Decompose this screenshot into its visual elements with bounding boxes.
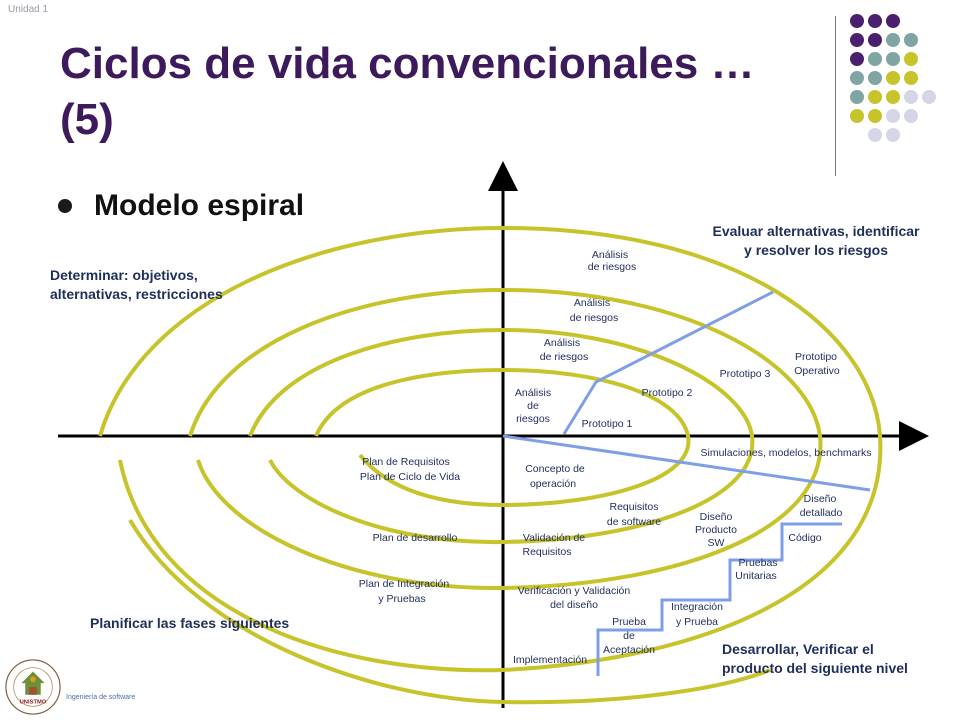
decorative-dot bbox=[904, 109, 918, 123]
phase-lines bbox=[502, 290, 871, 676]
concept-label-line-2: operación bbox=[530, 478, 576, 490]
acceptance-test-label-line-2: de bbox=[623, 630, 635, 642]
sw-requirements-label-line-1: Requisitos bbox=[609, 501, 658, 513]
bullet-text: Modelo espiral bbox=[94, 189, 305, 222]
spiral-curve bbox=[98, 225, 883, 705]
quadrant-top-right-line-1: Evaluar alternativas, identificar bbox=[713, 223, 921, 239]
risk-label-4-line-2: de bbox=[527, 400, 539, 412]
decorative-dot bbox=[904, 90, 918, 104]
implementation-label: Implementación bbox=[513, 654, 587, 666]
diagram-labels: Análisis de riesgos Análisis de riesgos … bbox=[359, 249, 872, 666]
design-vv-label-line-2: del diseño bbox=[550, 599, 598, 611]
decorative-dot bbox=[868, 33, 882, 47]
decorative-dot bbox=[886, 128, 900, 142]
risk-label-1-line-2: de riesgos bbox=[588, 261, 636, 273]
quadrant-bottom-right-line-2: producto del siguiente nivel bbox=[722, 660, 908, 676]
product-design-label-line-1: Diseño bbox=[700, 511, 733, 523]
decorative-dot bbox=[850, 33, 864, 47]
requirements-validation-label-line-2: Requisitos bbox=[522, 546, 571, 558]
decorative-dot bbox=[904, 71, 918, 85]
prototype-2-label: Prototipo 2 bbox=[642, 387, 693, 399]
quadrant-headings: Determinar: objetivos, alternativas, res… bbox=[50, 223, 920, 676]
risk-label-3-line-1: Análisis bbox=[544, 337, 580, 349]
unit-tests-label-line-2: Unitarias bbox=[735, 570, 776, 582]
simulations-label: Simulaciones, modelos, benchmarks bbox=[701, 447, 872, 459]
decorative-dot bbox=[850, 90, 864, 104]
requirements-plan-label-line-2: Plan de Ciclo de Vida bbox=[360, 471, 460, 483]
risk-label-4-line-3: riesgos bbox=[516, 413, 550, 425]
detailed-design-label-line-2: detallado bbox=[800, 507, 843, 519]
risk-label-3-line-2: de riesgos bbox=[540, 351, 588, 363]
footer-course-label: Ingeniería de software bbox=[66, 694, 136, 701]
acceptance-test-label-line-1: Prueba bbox=[612, 616, 646, 628]
prototype-operative-label-line-2: Operativo bbox=[794, 365, 840, 377]
bullet-icon bbox=[58, 199, 72, 213]
product-design-label-line-3: SW bbox=[708, 537, 725, 549]
risk-label-1-line-1: Análisis bbox=[592, 249, 628, 261]
decorative-dot bbox=[868, 14, 882, 28]
development-steps-line bbox=[596, 522, 842, 676]
decorative-dot bbox=[868, 109, 882, 123]
decorative-dot bbox=[850, 71, 864, 85]
bullet-item: Modelo espiral bbox=[58, 186, 304, 226]
unit-label: Unidad 1 bbox=[8, 4, 49, 15]
decorative-dot bbox=[850, 52, 864, 66]
decorative-dot bbox=[886, 52, 900, 66]
risk-label-2-line-1: Análisis bbox=[574, 297, 610, 309]
acceptance-test-label-line-3: Aceptación bbox=[603, 644, 655, 656]
quadrant-bottom-right-line-1: Desarrollar, Verificar el bbox=[722, 641, 874, 657]
decorative-dot bbox=[850, 109, 864, 123]
quadrant-bottom-left-line-1: Planificar las fases siguientes bbox=[90, 615, 289, 631]
requirements-plan-label-line-1: Plan de Requisitos bbox=[362, 456, 450, 468]
sw-requirements-label-line-2: de software bbox=[607, 516, 661, 528]
code-label: Código bbox=[788, 532, 821, 544]
risk-label-4-line-1: Análisis bbox=[515, 387, 551, 399]
decorative-dot bbox=[886, 33, 900, 47]
risk-boundary-line bbox=[562, 290, 774, 435]
decorative-divider bbox=[835, 16, 836, 176]
decorative-dot bbox=[886, 14, 900, 28]
decorative-dot bbox=[886, 109, 900, 123]
prototype-1-label: Prototipo 1 bbox=[582, 418, 633, 430]
university-logo: UNISTMO bbox=[5, 659, 61, 715]
design-vv-label-line-1: Verificación y Validación bbox=[518, 585, 631, 597]
spiral-loop-4 bbox=[98, 225, 883, 673]
quadrant-top-right-line-2: y resolver los riesgos bbox=[744, 242, 888, 258]
decorative-dot bbox=[850, 14, 864, 28]
product-design-label-line-2: Producto bbox=[695, 524, 737, 536]
detailed-design-label-line-1: Diseño bbox=[804, 493, 837, 505]
slide-title: Ciclos de vida convencionales … (5) bbox=[60, 39, 755, 144]
spiral-loop-3 bbox=[188, 287, 823, 591]
decorative-dot bbox=[886, 71, 900, 85]
decorative-dot bbox=[868, 128, 882, 142]
decorative-dot bbox=[922, 90, 936, 104]
prototype-operative-label-line-1: Prototipo bbox=[795, 351, 837, 363]
development-plan-label: Plan de desarrollo bbox=[373, 532, 458, 544]
decorative-dot bbox=[868, 90, 882, 104]
integration-test-label-line-2: y Prueba bbox=[676, 616, 718, 628]
decorative-dot bbox=[904, 33, 918, 47]
unit-tests-label-line-1: Pruebas bbox=[738, 557, 777, 569]
spiral-loop-2 bbox=[248, 327, 755, 545]
decorative-dot bbox=[868, 71, 882, 85]
requirements-validation-label-line-1: Validación de bbox=[523, 532, 585, 544]
spiral-loop-1 bbox=[314, 367, 691, 508]
decorative-dot bbox=[868, 52, 882, 66]
concept-label-line-1: Concepto de bbox=[525, 463, 585, 475]
decorative-dot bbox=[886, 90, 900, 104]
quadrant-top-left-line-1: Determinar: objetivos, bbox=[50, 267, 198, 283]
prototype-3-label: Prototipo 3 bbox=[720, 368, 771, 380]
decorative-dot bbox=[904, 52, 918, 66]
risk-label-2-line-2: de riesgos bbox=[570, 312, 618, 324]
integration-test-label-line-1: Integración bbox=[671, 601, 723, 613]
development-boundary-line bbox=[502, 434, 871, 492]
quadrant-top-left-line-2: alternativas, restricciones bbox=[50, 286, 223, 302]
svg-text:UNISTMO: UNISTMO bbox=[20, 699, 47, 705]
integration-plan-label-line-1: Plan de Integración bbox=[359, 578, 450, 590]
decorative-dot-grid bbox=[850, 14, 950, 154]
integration-plan-label-line-2: y Pruebas bbox=[378, 593, 425, 605]
spiral-outer-tail bbox=[128, 518, 771, 705]
